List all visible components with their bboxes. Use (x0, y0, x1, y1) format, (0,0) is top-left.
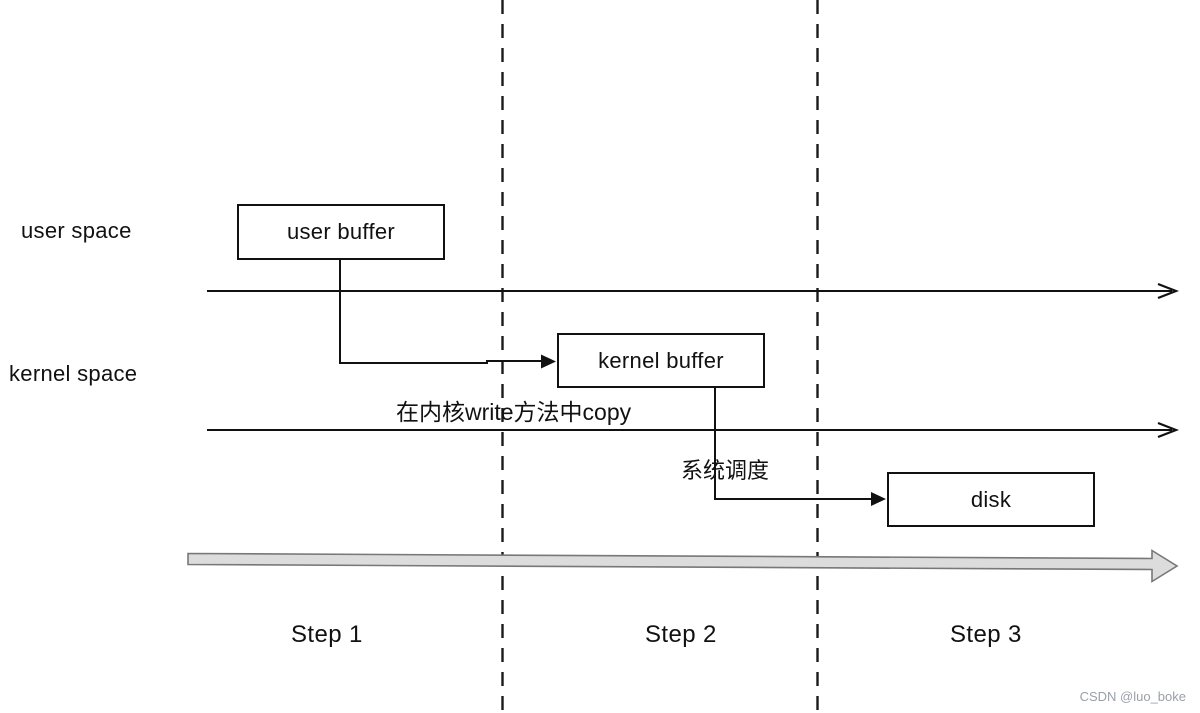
user-space-lane-label: user space (21, 218, 132, 243)
user-to-kernel-connector (339, 260, 544, 364)
user-buffer-label: user buffer (286, 219, 396, 244)
user-buffer-node: user buffer (237, 204, 445, 260)
kernel-space-lane-label: kernel space (9, 361, 138, 386)
kernel-write-copy-annotation: 在内核write方法中copy (396, 399, 632, 425)
csdn-watermark: CSDN @luo_boke (1079, 689, 1186, 704)
kernel-buffer-node: kernel buffer (557, 333, 765, 388)
disk-label: disk (970, 486, 1012, 512)
time-axis-arrow (187, 549, 1179, 583)
kernel-buffer-label: kernel buffer (598, 347, 724, 373)
step-3-label: Step 3 (950, 621, 1022, 648)
kernel-space-timeline-arrowhead-icon (1157, 421, 1180, 439)
system-scheduling-annotation: 系统调度 (681, 458, 770, 483)
step-1-label: Step 1 (291, 621, 363, 648)
step-2-label: Step 2 (645, 621, 717, 648)
user-to-kernel-arrowhead-icon (541, 354, 556, 369)
kernel-to-disk-arrowhead-icon (871, 492, 886, 506)
user-space-timeline-arrowhead-icon (1157, 282, 1180, 300)
disk-node: disk (887, 472, 1095, 527)
kernel-to-disk-connector (714, 388, 873, 500)
